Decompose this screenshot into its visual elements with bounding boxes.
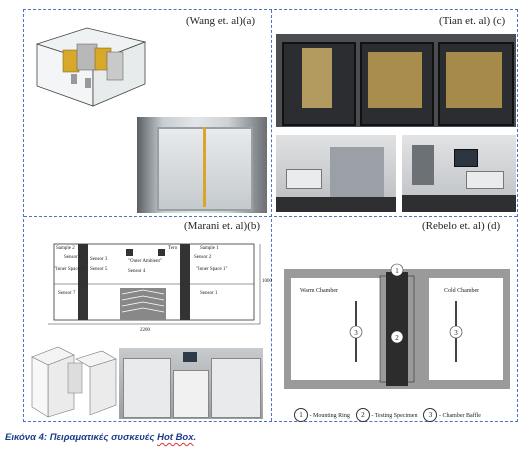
horizontal-divider xyxy=(24,216,517,217)
svg-text:2: 2 xyxy=(395,334,399,342)
legend-text-3: - Chamber Baffle xyxy=(438,413,481,419)
diagram-tero: Tero xyxy=(168,246,178,251)
diagram-height: 1000 xyxy=(262,279,273,284)
diagram-inner-space1: "Inner Space 1" xyxy=(196,267,228,272)
caption-prefix: Εικόνα 4: Πειραματικές συσκευές xyxy=(5,432,158,443)
panel-a-label: (Wang et. al)(a) xyxy=(186,15,256,27)
diagram-sensor4: Sensor 4 xyxy=(128,269,146,274)
svg-text:1: 1 xyxy=(395,267,399,275)
panel-b-label: (Marani et. al)(b) xyxy=(184,220,261,232)
diagram-sample2: Sample 2 xyxy=(56,246,75,251)
panel-a-render xyxy=(29,22,149,108)
panel-c-bottom-left-photo xyxy=(276,135,396,212)
panel-b-diagram: Sample 2 Sensor 6 "Inner Space 2" Sensor… xyxy=(28,232,273,340)
diagram-width: 2200 xyxy=(140,328,151,333)
legend-num-1: 1 xyxy=(294,408,308,422)
legend-text-2: - Testing Specimen xyxy=(371,413,418,419)
figure-frame: (Wang et. al)(a) (Tian et. al) (c) xyxy=(23,9,518,422)
diagram-sensor1: Sensor 1 xyxy=(200,291,218,296)
diagram-sensor7: Sensor 7 xyxy=(58,291,76,296)
diagram-outer-ambient: "Outer Ambient" xyxy=(128,259,162,264)
diagram-sensor2: Sensor 2 xyxy=(194,255,212,260)
panel-c-bottom-right-photo xyxy=(402,135,516,212)
panel-d-legend: 1 - Mounting Ring 2 - Testing Specimen 3… xyxy=(294,408,481,422)
diagram-inner-space2: "Inner Space 2" xyxy=(54,267,86,272)
diagram-sensor3: Sensor 3 xyxy=(90,257,108,262)
panel-d-label: (Rebelo et. al) (d) xyxy=(422,220,501,232)
caption-hotbox: Hot Box xyxy=(157,432,194,443)
figure-caption: Εικόνα 4: Πειραματικές συσκευές Hot Box. xyxy=(5,432,196,443)
diagram-sample1: Sample 1 xyxy=(200,246,219,251)
legend-num-3: 3 xyxy=(423,408,438,422)
diagram-sensor5: Sensor 5 xyxy=(90,267,108,272)
legend-num-2: 2 xyxy=(355,408,370,422)
panel-d-diagram: 1 2 3 3 Warm Chamber Cold Chamber xyxy=(276,236,516,420)
caption-suffix: . xyxy=(193,432,197,443)
panel-b-photo xyxy=(119,348,263,419)
diagram-sensor6: Sensor 6 xyxy=(64,255,82,260)
panel-c-label: (Tian et. al) (c) xyxy=(439,15,506,27)
panel-b-render xyxy=(28,343,118,418)
cold-chamber-label: Cold Chamber xyxy=(444,288,479,294)
svg-text:3: 3 xyxy=(354,329,358,337)
svg-text:3: 3 xyxy=(454,329,458,337)
warm-chamber-label: Warm Chamber xyxy=(300,288,338,294)
panel-a-photo xyxy=(137,117,267,213)
legend-text-1: - Mounting Ring xyxy=(309,413,350,419)
panel-c-top-photo xyxy=(276,34,516,127)
vertical-divider xyxy=(271,10,272,421)
